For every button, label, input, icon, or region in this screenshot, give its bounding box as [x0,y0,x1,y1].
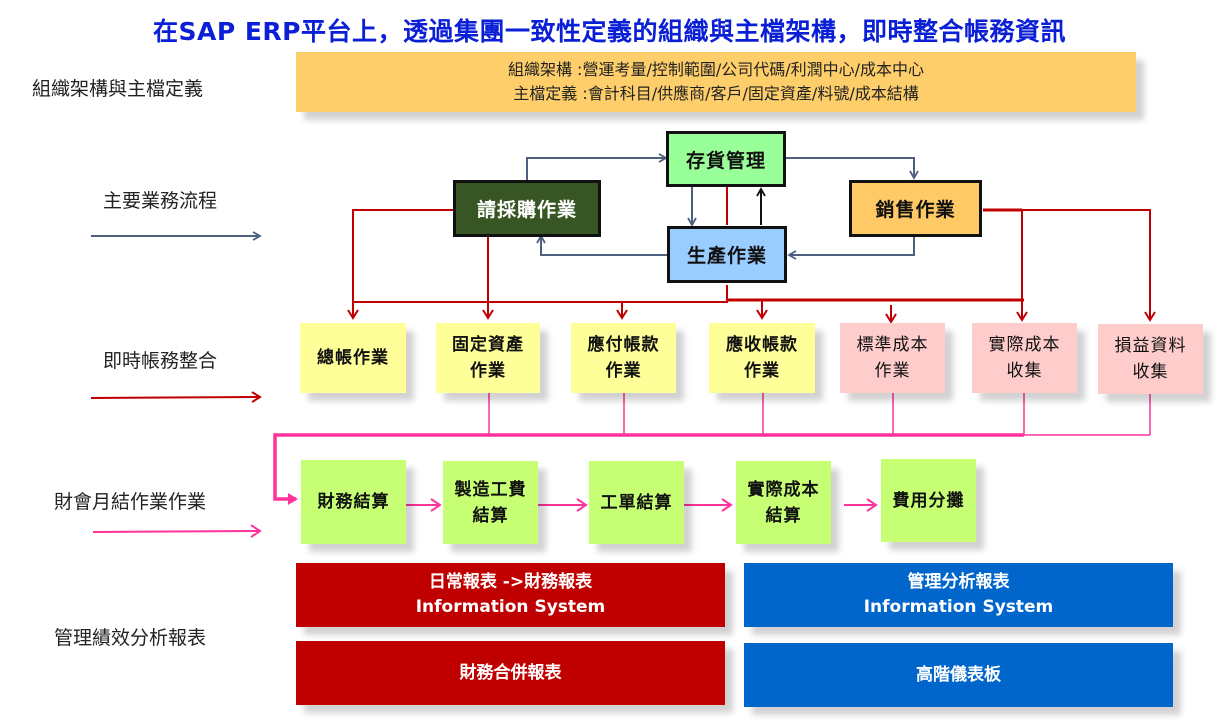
purchasing-box: 請採購作業 [453,180,601,237]
flow-purchasing-to-inventory [526,153,668,180]
step-overhead-settlement: 製造工費 結算 [443,461,538,544]
flow-production-to-purchasing [536,234,667,256]
row-label-reports: 管理績效分析報表 [54,627,207,649]
sales-box: 銷售作業 [849,180,982,237]
step-actual-cost-settlement: 實際成本 結算 [736,461,831,544]
module-fixed-assets: 固定資產 作業 [436,323,540,393]
inventory-box: 存貨管理 [666,131,786,187]
flow-inventory-to-sales [786,157,919,180]
module-accounts-receivable: 應收帳款 作業 [709,323,815,393]
report-financial-daily: 日常報表 ->財務報表 Information System [296,563,725,627]
report-management-analysis: 管理分析報表 Information System [744,563,1173,627]
step-financial-close: 財務結算 [301,460,406,544]
report-financial-consolidated: 財務合併報表 [296,641,725,705]
row-label-business: 主要業務流程 [103,190,218,212]
master-data-text: 主檔定義 :會計科目/供應商/客戶/固定資產/料號/成本結構 [513,84,919,103]
month-end-collector [273,433,1024,505]
realtime-purchasing-to-gl [347,209,453,320]
row-label-org: 組織架構與主檔定義 [32,78,204,100]
production-box: 生產作業 [667,226,787,283]
step-expense-allocation: 費用分攤 [881,459,976,542]
step-work-order-settlement: 工單結算 [589,461,684,544]
page-title: 在SAP ERP平台上，透過集團一致性定義的組織與主檔架構，即時整合帳務資訊 [152,17,1067,46]
realtime-sales-to-pl [1022,209,1156,322]
module-standard-cost: 標準成本 作業 [840,323,945,393]
module-actual-cost-collection: 實際成本 收集 [972,323,1077,393]
flow-sales-to-production [787,237,915,260]
module-general-ledger: 總帳作業 [300,323,406,393]
report-executive-dashboard: 高階儀表板 [744,643,1173,707]
master-definition-box: 組織架構 :營運考量/控制範圍/公司代碼/利潤中心/成本中心 主檔定義 :會計科… [296,52,1136,112]
module-accounts-payable: 應付帳款 作業 [571,323,676,393]
org-structure-text: 組織架構 :營運考量/控制範圍/公司代碼/利潤中心/成本中心 [507,60,925,79]
row-label-realtime: 即時帳務整合 [103,350,218,372]
module-pl-collection: 損益資料 收集 [1098,324,1203,394]
row-label-month-end: 財會月結作業作業 [54,491,207,513]
legend-realtime-arrow [90,391,262,403]
legend-month-end-arrow [92,524,262,538]
